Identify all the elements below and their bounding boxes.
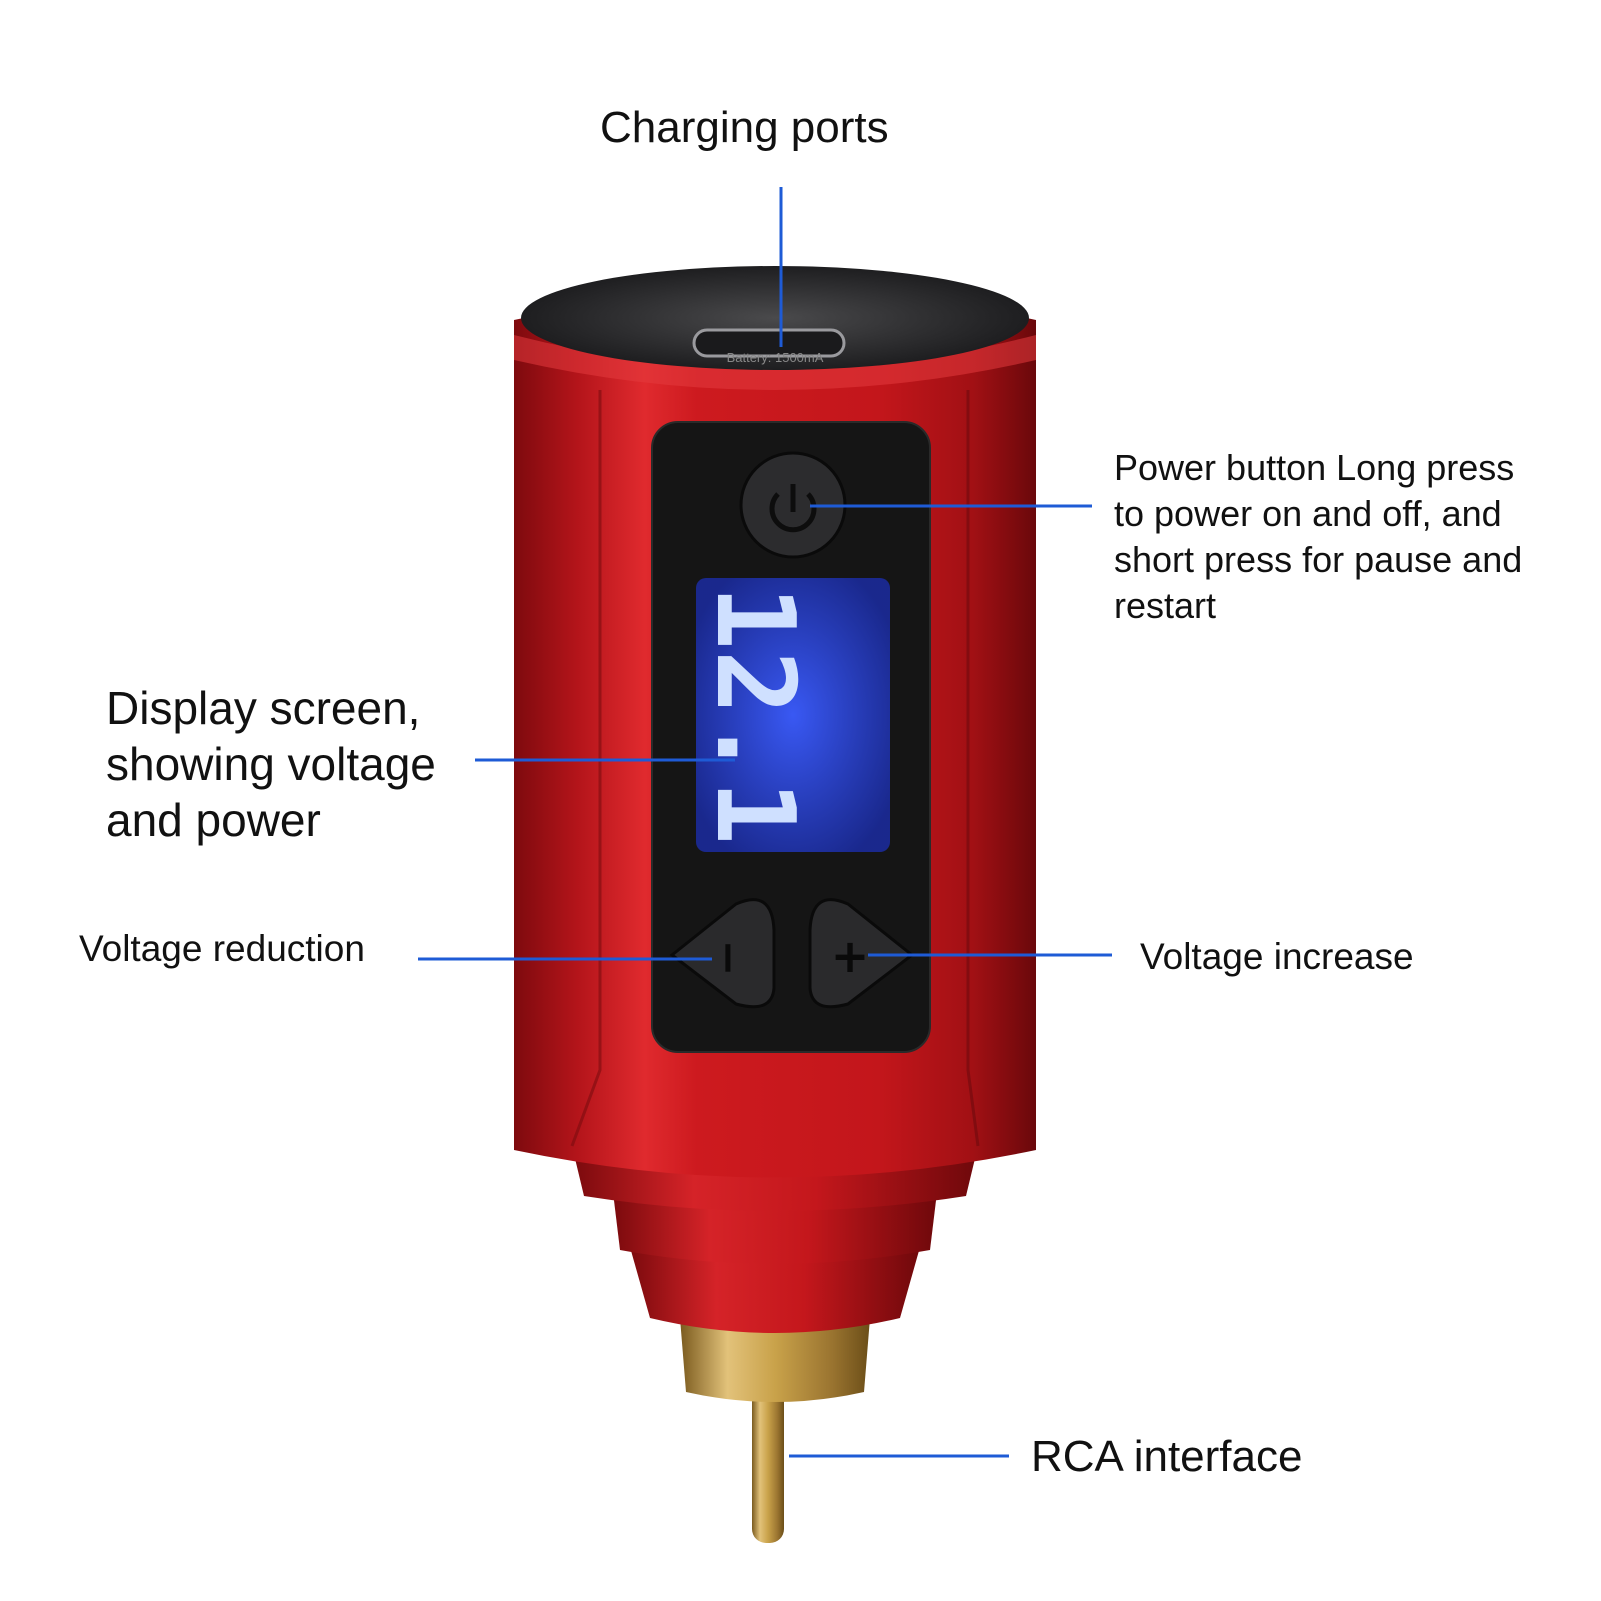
plus-icon: + [831, 929, 870, 983]
battery-text: Battery: 1500mA [727, 350, 824, 365]
label-power-line: restart [1114, 585, 1217, 626]
usb-c-port [692, 328, 846, 358]
voltage-down-button[interactable] [669, 898, 776, 1009]
label-display-line: and power [106, 794, 321, 846]
label-display-screen: Display screen, showing voltage and powe… [106, 680, 436, 848]
label-rca-interface: RCA interface [1031, 1432, 1303, 1481]
label-display-line: Display screen, [106, 682, 421, 734]
label-voltage-increase: Voltage increase [1140, 936, 1414, 977]
base-tier-3 [628, 1240, 922, 1333]
label-power-line: to power on and off, and [1114, 493, 1502, 534]
facet-line-left [570, 390, 602, 1147]
label-display-line: showing voltage [106, 738, 436, 790]
display-reading: 12.1 [692, 585, 817, 845]
facet-line-right [966, 390, 980, 1147]
label-power-button: Power button Long press to power on and … [1114, 445, 1584, 629]
label-charging-ports: Charging ports [600, 103, 889, 152]
label-voltage-reduction: Voltage reduction [79, 928, 365, 969]
rca-collar [680, 1318, 870, 1402]
label-power-line: short press for pause and [1114, 539, 1523, 580]
top-cap [521, 266, 1029, 370]
voltage-up-button[interactable] [808, 898, 915, 1009]
rca-pin [752, 1388, 784, 1543]
display-screen [696, 578, 890, 852]
label-power-line: Power button Long press [1114, 447, 1515, 488]
top-rim [514, 335, 1036, 390]
